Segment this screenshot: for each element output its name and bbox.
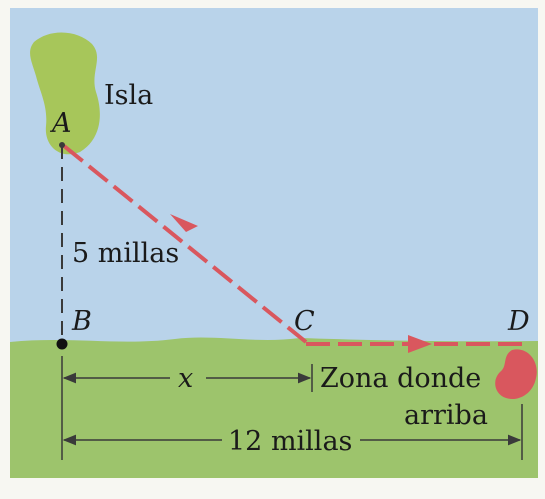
- path-ac-arrowhead: [170, 214, 198, 232]
- zone-label-line2: arriba: [404, 400, 488, 431]
- destination-shape: [495, 349, 537, 400]
- point-c-label: C: [294, 306, 315, 337]
- land-area: [10, 337, 538, 478]
- point-b-marker: [56, 338, 68, 350]
- island-shape: [30, 32, 100, 155]
- distance-ab-label: 5 millas: [72, 238, 179, 269]
- distance-x-label: x: [178, 363, 193, 394]
- point-d-label: D: [507, 306, 530, 337]
- point-a-label: A: [49, 108, 72, 139]
- point-b-label: B: [71, 306, 92, 337]
- path-cd-arrowhead: [408, 335, 432, 353]
- island-label: Isla: [104, 80, 153, 111]
- path-ac: [62, 144, 308, 344]
- zone-label-line1: Zona donde: [320, 363, 481, 394]
- distance-bd-label: 12 millas: [228, 426, 352, 457]
- point-a-marker: [59, 142, 65, 148]
